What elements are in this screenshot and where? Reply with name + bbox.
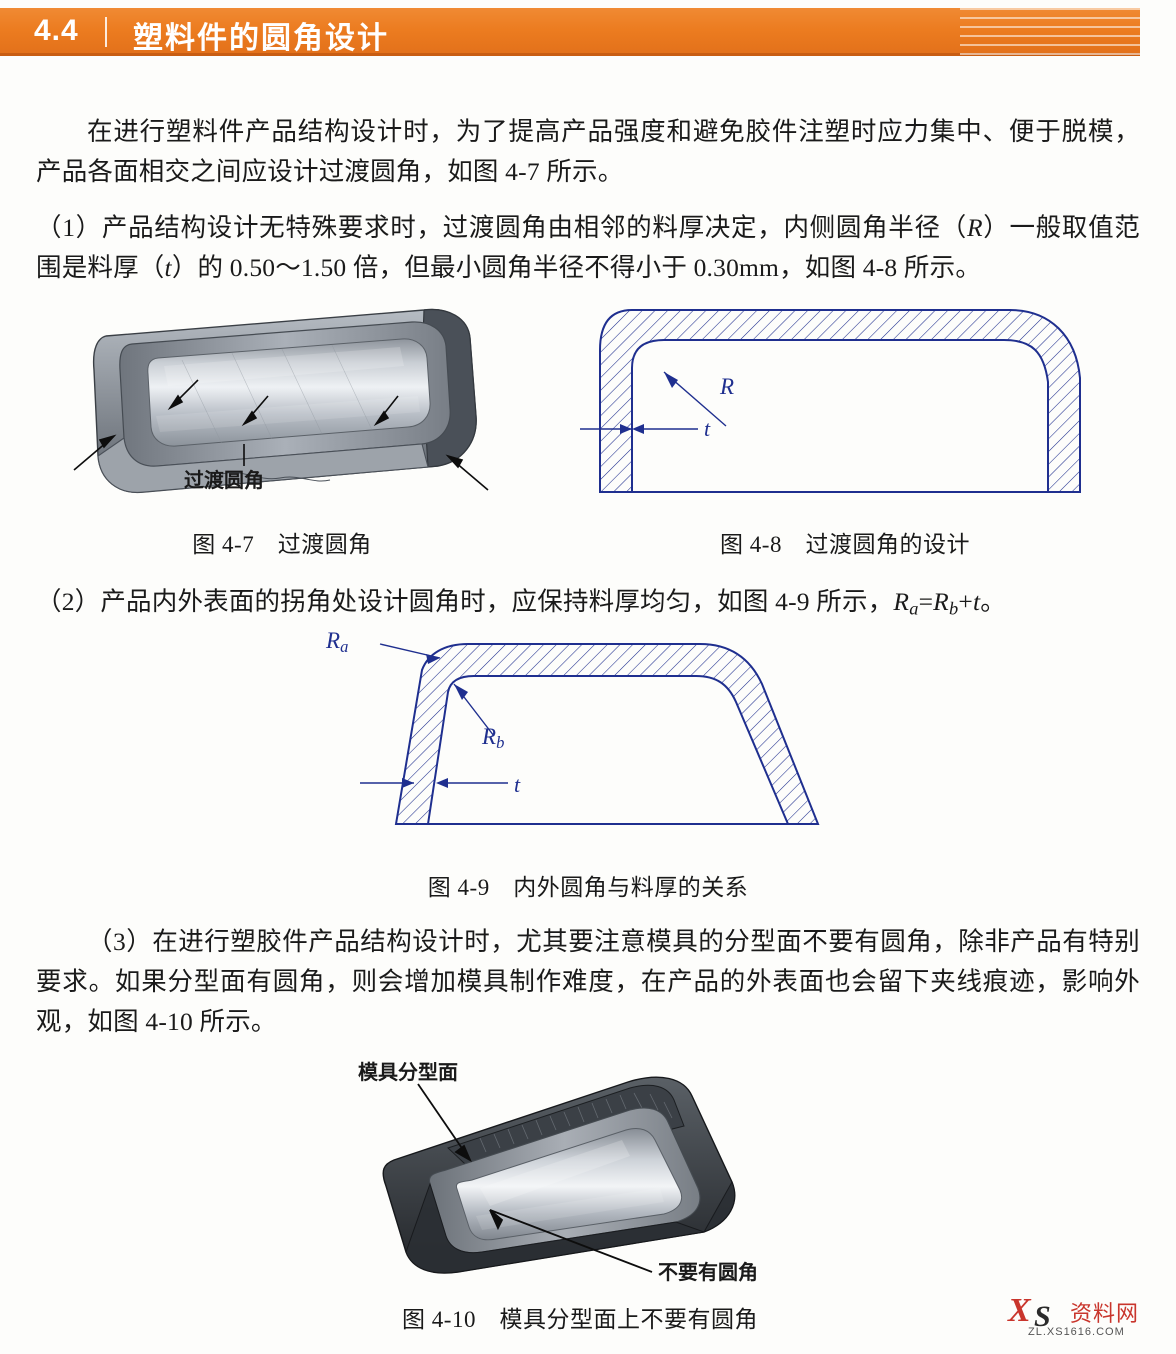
watermark: X S 资料网 ZL.XS1616.COM: [1008, 1292, 1158, 1340]
figure-4-9-label-Ra: Ra: [326, 628, 348, 657]
watermark-url: ZL.XS1616.COM: [1028, 1326, 1125, 1338]
symbol-Rb-subscript: b: [948, 598, 959, 619]
symbol-Ra-subscript: a: [909, 598, 919, 619]
paragraph-item-3: （3）在进行塑胶件产品结构设计时，尤其要注意模具的分型面不要有圆角，除非产品有特…: [36, 927, 1140, 1036]
paragraph-item-1-text-c: ）的 0.50～1.50 倍，但最小圆角半径不得小于 0.30mm，如图 4-8…: [171, 253, 982, 282]
symbol-Rb: R: [933, 587, 949, 616]
figure-4-8-label-R: R: [720, 374, 735, 399]
symbol-t2: t: [972, 587, 981, 616]
symbol-t: t: [164, 253, 172, 282]
symbol-R: R: [966, 213, 983, 242]
figure-4-9-Ra-letter: R: [326, 628, 341, 653]
symbol-Ra: R: [893, 587, 910, 616]
figure-4-9-drawing: [360, 643, 820, 825]
figure-4-8: R t: [580, 296, 1110, 506]
header-stripe-decoration: [960, 8, 1140, 56]
header-divider: [105, 17, 107, 47]
symbol-plus: +: [958, 587, 973, 616]
paragraph-item-1-text-a: （1）产品结构设计无特殊要求时，过渡圆角由相邻的料厚决定，内侧圆角半径（: [36, 213, 967, 242]
section-number: 4.4: [34, 14, 79, 47]
paragraph-item-2-text: （2）产品内外表面的拐角处设计圆角时，应保持料厚均匀，如图 4-9 所示，: [36, 587, 894, 616]
figure-4-9: Ra Rb t: [318, 628, 858, 858]
figure-4-9-label-Rb: Rb: [482, 724, 504, 753]
figure-4-7-drawing: [73, 308, 489, 494]
figure-4-7: 过渡圆角: [72, 296, 492, 516]
header-bar: [0, 8, 1140, 56]
figure-4-9-Ra-sub: a: [340, 637, 349, 657]
figure-4-8-drawing: [580, 309, 1081, 493]
symbol-equals: =: [918, 587, 934, 616]
paragraph-item-1-text-b: ）一般取值范围是料厚（: [36, 213, 1140, 282]
figure-4-9-caption: 图 4-9 内外圆角与料厚的关系: [427, 875, 749, 900]
figure-4-9-Rb-letter: R: [482, 724, 497, 749]
watermark-x: X: [1008, 1292, 1031, 1329]
figure-4-7-caption: 图 4-7 过渡圆角: [192, 532, 372, 557]
paragraph-item-1: （1）产品结构设计无特殊要求时，过渡圆角由相邻的料厚决定，内侧圆角半径（R）一般…: [36, 208, 1140, 288]
figure-4-10: 模具分型面 不要有圆角: [330, 1056, 830, 1294]
figure-4-9-Rb-sub: b: [496, 733, 505, 753]
watermark-s: S: [1034, 1300, 1051, 1333]
section-header: 4.4 塑料件的圆角设计: [0, 8, 1140, 56]
figure-4-10-drawing: [382, 1076, 736, 1274]
paragraph-intro: 在进行塑料件产品结构设计时，为了提高产品强度和避免胶件注塑时应力集中、便于脱模，…: [36, 117, 1140, 186]
figure-4-10-label-no-fillet: 不要有圆角: [658, 1260, 758, 1284]
watermark-site-name: 资料网: [1070, 1302, 1140, 1327]
figure-4-7-label-transition-fillet: 过渡圆角: [184, 468, 264, 492]
figure-4-8-label-t: t: [704, 416, 711, 441]
figure-4-10-caption: 图 4-10 模具分型面上不要有圆角: [402, 1307, 758, 1332]
paragraph-item-2: （2）产品内外表面的拐角处设计圆角时，应保持料厚均匀，如图 4-9 所示，Ra=…: [36, 582, 1140, 629]
figure-4-9-label-t: t: [514, 772, 521, 797]
paragraph-item-2-end: 。: [980, 587, 1006, 616]
section-title: 塑料件的圆角设计: [133, 21, 389, 56]
figure-4-10-label-parting-surface: 模具分型面: [358, 1060, 458, 1084]
figure-4-8-caption: 图 4-8 过渡圆角的设计: [720, 532, 970, 557]
